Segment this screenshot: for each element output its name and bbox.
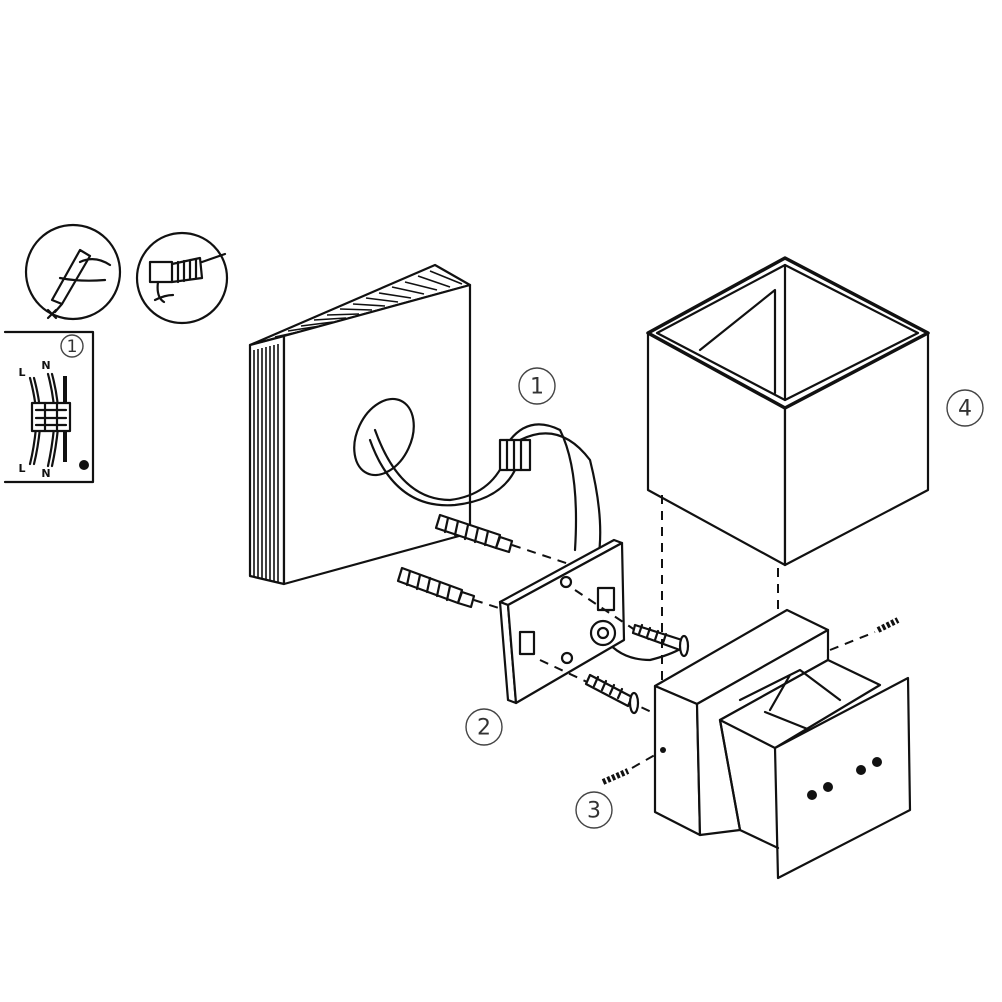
lamp-shade	[646, 256, 930, 680]
label-neutral-top: N	[41, 359, 50, 372]
step-3-label: 3	[575, 791, 613, 829]
grub-screw	[601, 617, 900, 785]
step-4-number: 4	[958, 397, 972, 422]
drill-icon	[135, 231, 229, 325]
step-4-label: 4	[946, 389, 984, 427]
step-2-label: 2	[465, 708, 503, 746]
wall-plug	[434, 513, 576, 567]
label-neutral-bottom: N	[41, 467, 50, 480]
step-1-number: 1	[530, 375, 544, 400]
label-live-top: L	[18, 366, 25, 379]
lamp-body	[653, 608, 912, 880]
earth-ground-icon	[79, 460, 89, 470]
inset-step-number: 1	[67, 337, 78, 357]
label-live-bottom: L	[18, 462, 25, 475]
wall	[248, 263, 472, 586]
wiring-inset: 1 L N L N	[3, 330, 95, 484]
mark-drill-position-icon	[24, 223, 122, 321]
screw	[584, 673, 640, 715]
screw	[631, 623, 690, 658]
wall-plug	[396, 566, 506, 611]
step-3-number: 3	[587, 799, 601, 824]
mounting-plate	[498, 538, 691, 731]
step-1-label: 1	[518, 367, 556, 405]
supply-cable	[368, 423, 684, 662]
step-2-number: 2	[477, 716, 491, 741]
